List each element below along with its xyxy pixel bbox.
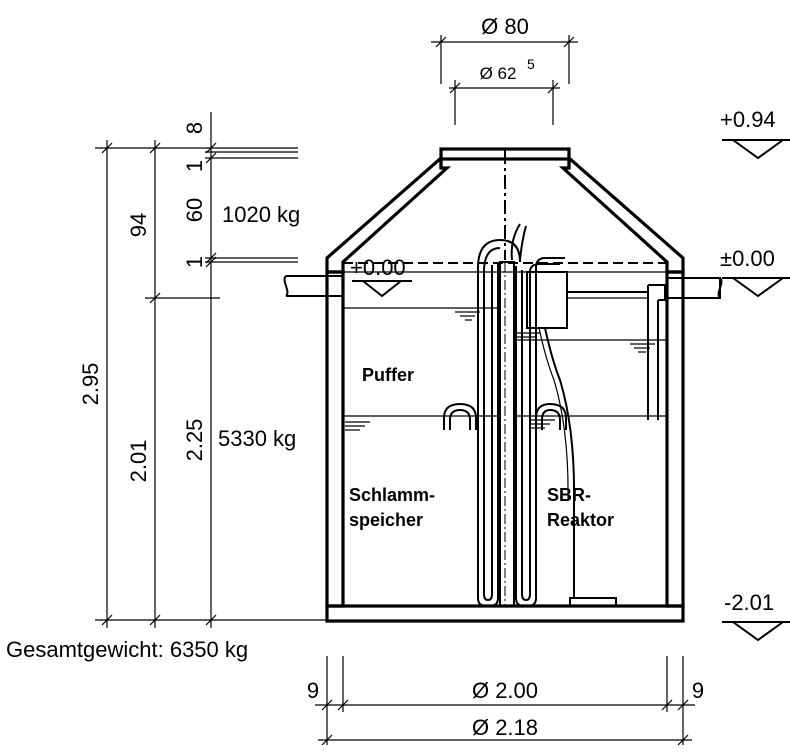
outlet-pipe xyxy=(647,277,723,420)
outer-diameter: Ø 2.18 xyxy=(472,715,538,740)
inlet-pipe xyxy=(283,275,344,297)
level-markers xyxy=(352,139,790,642)
height-lower: 2.01 xyxy=(126,440,151,483)
total-weight: Gesamtgewicht: 6350 kg xyxy=(6,637,248,662)
level-ground: ±0.00 xyxy=(720,246,775,271)
airlift-pipes xyxy=(443,223,567,607)
height-tank: 2.25 xyxy=(182,419,207,462)
level-ground-inside: +0.00 xyxy=(350,255,406,280)
height-cone: 60 xyxy=(182,198,207,222)
level-bottom: -2.01 xyxy=(724,590,774,615)
sludge-label-line1: Schlamm- xyxy=(349,485,435,505)
level-top: +0.94 xyxy=(720,107,776,132)
water-levels xyxy=(343,307,667,431)
tank-weight: 5330 kg xyxy=(218,426,296,451)
cone-weight: 1020 kg xyxy=(222,202,300,227)
height-total: 2.95 xyxy=(78,363,103,406)
height-lid: 8 xyxy=(182,122,207,134)
dim-bottom xyxy=(315,656,695,746)
partition-wall xyxy=(499,261,515,607)
height-joint-top: 1 xyxy=(182,160,207,172)
top-outer-diameter: Ø 80 xyxy=(481,14,529,39)
sludge-label-line2: speicher xyxy=(349,510,423,530)
wall-thickness-left: 9 xyxy=(307,678,319,703)
buffer-label: Puffer xyxy=(362,365,414,385)
sbr-label-line1: SBR- xyxy=(547,485,591,505)
inner-diameter: Ø 2.00 xyxy=(472,678,538,703)
height-joint-bottom: 1 xyxy=(182,256,207,268)
dim-top xyxy=(431,35,578,125)
dim-left xyxy=(95,112,327,628)
top-inner-diameter: Ø 62 xyxy=(480,64,517,83)
wall-thickness-right: 9 xyxy=(692,678,704,703)
sbr-label-line2: Reaktor xyxy=(547,510,614,530)
top-inner-superscript: 5 xyxy=(527,56,535,72)
tank-walls xyxy=(325,147,685,623)
pump-box xyxy=(526,271,648,607)
height-upper: 94 xyxy=(126,213,151,237)
